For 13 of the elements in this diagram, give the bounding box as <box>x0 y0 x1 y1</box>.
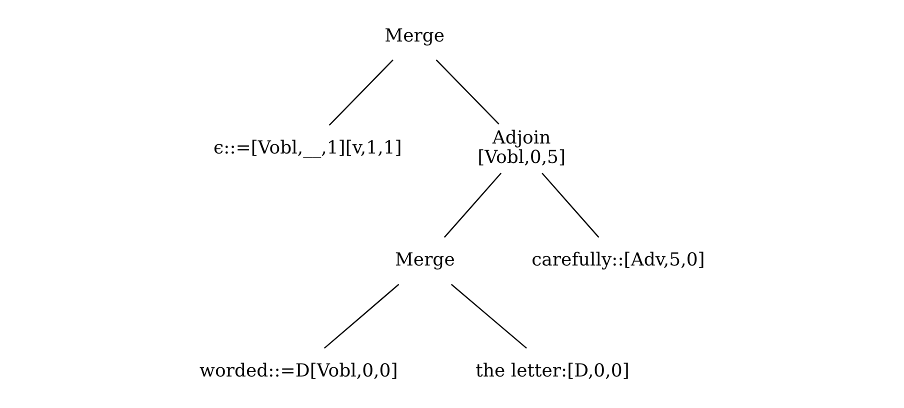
node-text: ϵ::=[Vobl,__,1][v,1,1] <box>214 137 402 158</box>
node-text: Adjoin [Vobl,0,5] <box>478 128 566 168</box>
connector <box>450 284 527 349</box>
connector <box>444 172 502 238</box>
connector <box>324 284 400 349</box>
node-text: Merge <box>384 25 445 46</box>
connector <box>328 60 394 126</box>
node-text: the letter:[D,0,0] <box>476 360 630 382</box>
node-text: worded::=D[Vobl,0,0] <box>200 360 398 382</box>
connector <box>436 60 500 124</box>
connector <box>542 172 600 238</box>
node-text: carefully::[Adv,5,0] <box>532 249 705 270</box>
node-text: Merge <box>394 249 455 270</box>
